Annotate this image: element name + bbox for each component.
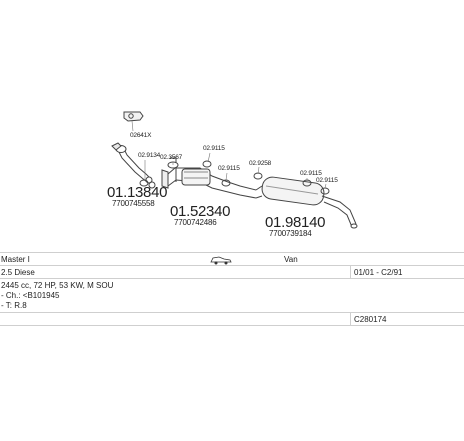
row-engine: 2.5 Diese 01/01 - C2/91 xyxy=(0,265,464,279)
clamp-02.9134-icon xyxy=(139,179,156,189)
row-spec: 2445 cc, 72 HP, 53 KW, M SOU xyxy=(0,278,464,292)
engine: 2.5 Diese xyxy=(1,268,35,277)
oem-number-7700745558: 7700745558 xyxy=(112,199,155,208)
table-bottom xyxy=(0,325,464,326)
callout-02.9258: 02.9258 xyxy=(249,160,272,167)
oem-number-7700742486: 7700742486 xyxy=(174,218,217,227)
model-name: Master I xyxy=(1,255,30,264)
part-number-01.13840: 01.13840 xyxy=(107,184,168,201)
years: 01/01 - C2/91 xyxy=(354,268,403,277)
type-code: - T: R.8 xyxy=(1,301,27,310)
row-model: Master I Van xyxy=(0,252,464,266)
rear-muffler-icon xyxy=(255,176,358,229)
engine-spec: 2445 cc, 72 HP, 53 KW, M SOU xyxy=(1,281,114,290)
body-type: Van xyxy=(284,255,298,264)
chassis-number: - Ch.: <B101945 xyxy=(1,291,60,300)
part-number-01.98140: 01.98140 xyxy=(265,214,326,231)
callout-02641X: 02641X xyxy=(130,132,152,139)
callout-02.9115-c: 02.9115 xyxy=(300,170,322,177)
gasket-02641X-icon xyxy=(123,111,144,122)
callout-02.9134: 02.9134 xyxy=(138,152,161,159)
exhaust-diagram: 02641X 02.9134 02.3567 02.9115 02.9115 0… xyxy=(107,111,358,238)
row-code: C280174 xyxy=(0,312,464,326)
oem-number-7700739184: 7700739184 xyxy=(269,229,312,238)
callout-02.9115-a: 02.9115 xyxy=(203,145,225,152)
divider xyxy=(350,265,351,278)
callout-02.9115-d: 02.9115 xyxy=(316,177,338,184)
middle-section-icon xyxy=(161,167,257,199)
row-type: - T: R.8 xyxy=(0,299,464,312)
car-van-icon xyxy=(210,255,232,267)
exhaust-drawing xyxy=(111,111,358,229)
row-chassis: - Ch.: <B101945 xyxy=(0,289,464,302)
front-pipe-icon xyxy=(111,142,153,184)
divider xyxy=(350,312,351,325)
part-number-01.52340: 01.52340 xyxy=(170,203,231,220)
callout-02.9115-b: 02.9115 xyxy=(218,165,240,172)
callout-02.3567: 02.3567 xyxy=(160,154,183,161)
catalog-code: C280174 xyxy=(354,315,387,324)
